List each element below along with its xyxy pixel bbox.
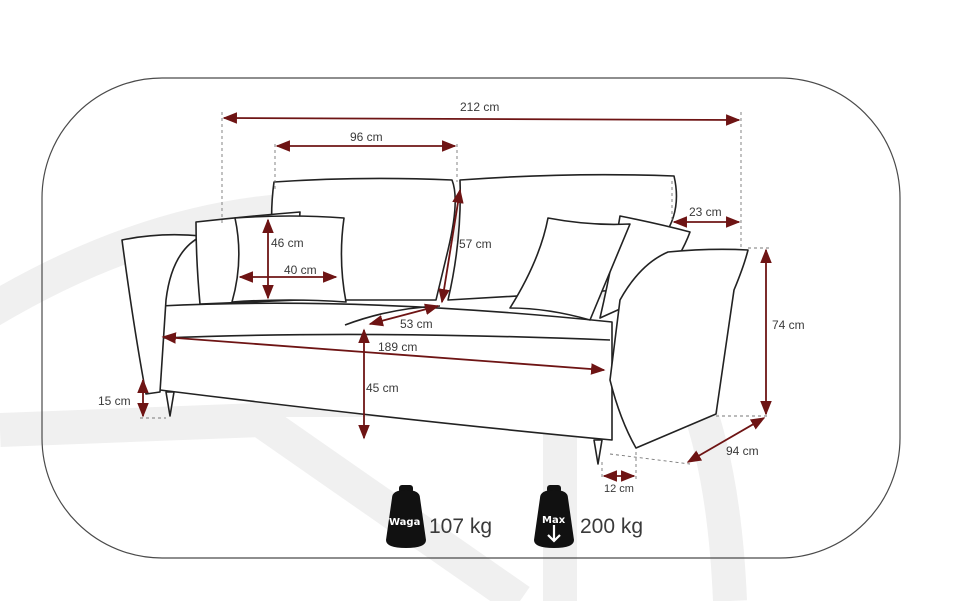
label-total-height: 74 cm xyxy=(772,318,805,332)
label-leg-offset: 12 cm xyxy=(604,483,634,495)
label-seat-depth: 53 cm xyxy=(400,317,433,331)
label-backrest-width: 96 cm xyxy=(350,130,383,144)
pillow-front-left xyxy=(231,215,347,303)
max-load-value: 200 kg xyxy=(580,515,643,538)
arrow-depth xyxy=(686,417,766,463)
weight-icon-text: Waga xyxy=(389,517,420,528)
dimension-labels: 212 cm 96 cm 23 cm 46 cm 40 cm 57 cm 53 … xyxy=(98,100,805,495)
weight-icon: Waga xyxy=(386,485,426,548)
arrow-total-width xyxy=(222,112,741,126)
label-total-width: 212 cm xyxy=(460,100,499,114)
label-leg-height: 15 cm xyxy=(98,394,131,408)
leg-left-front xyxy=(165,391,175,417)
leg-right-front xyxy=(593,439,603,465)
arrow-seat-depth xyxy=(368,303,440,327)
arrow-backrest-height xyxy=(438,188,464,304)
label-pillow-width: 40 cm xyxy=(284,263,317,277)
max-load-icon: Max xyxy=(534,485,574,548)
guide-lines xyxy=(140,112,770,480)
max-load-badge: Max 200 kg xyxy=(534,485,643,548)
weight-badge: Waga 107 kg xyxy=(386,485,492,548)
label-seat-width: 189 cm xyxy=(378,340,417,354)
label-seat-height: 45 cm xyxy=(366,381,399,395)
label-depth: 94 cm xyxy=(726,444,759,458)
pillow-front-right xyxy=(509,217,631,321)
label-pillow-height: 46 cm xyxy=(271,236,304,250)
frame xyxy=(41,77,901,559)
max-load-icon-text: Max xyxy=(542,515,566,526)
dimension-arrows xyxy=(137,112,772,482)
right-arm xyxy=(609,248,749,449)
arrow-seat-width xyxy=(161,332,606,375)
left-arm xyxy=(121,233,203,395)
label-backrest-height: 57 cm xyxy=(459,237,492,251)
down-arrow-icon xyxy=(547,525,561,543)
weight-value: 107 kg xyxy=(429,515,492,538)
label-armrest-width: 23 cm xyxy=(689,205,722,219)
